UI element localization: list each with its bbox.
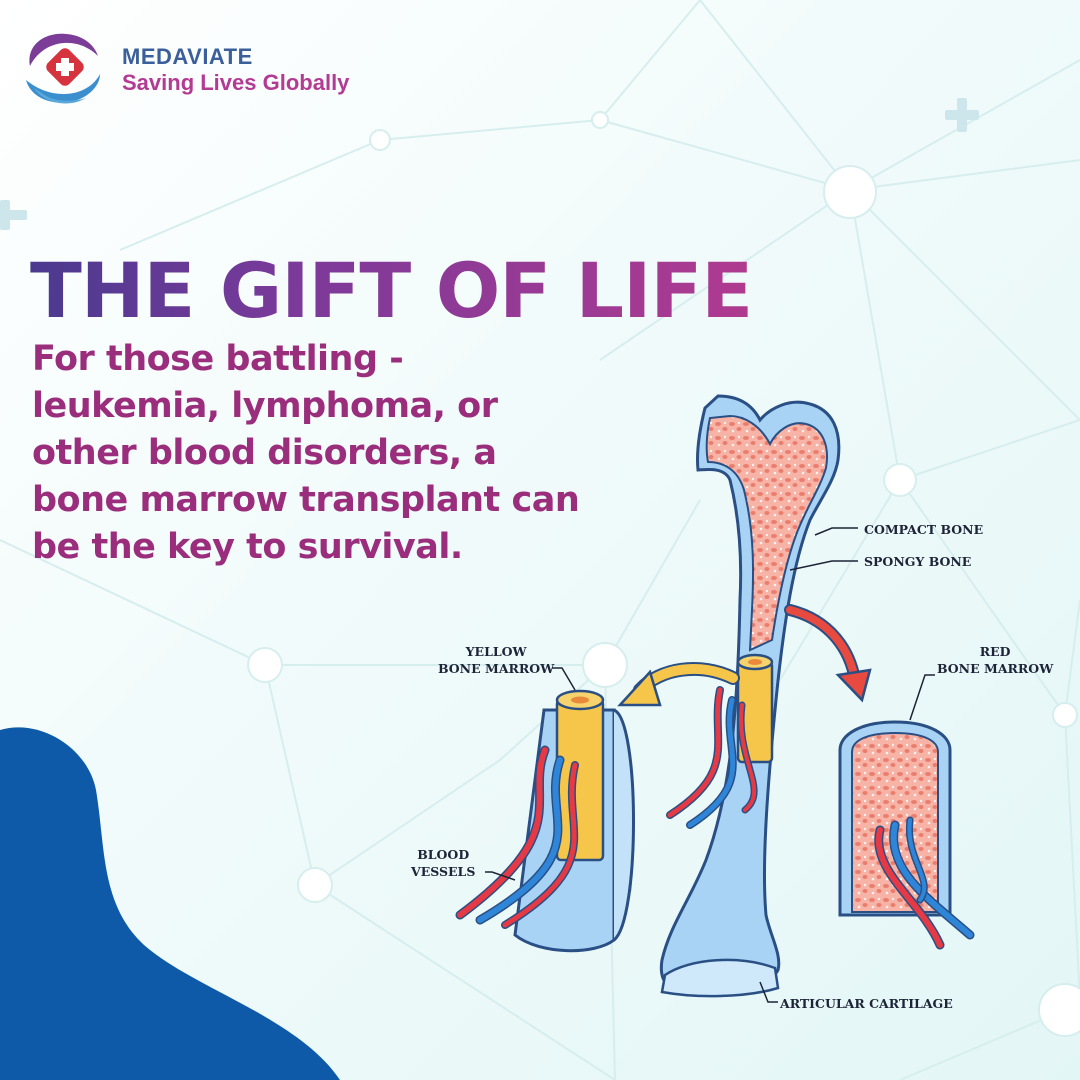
label-yellow-bone-marrow: YELLOW BONE MARROW [438, 644, 555, 676]
label-red-bone-marrow: RED BONE MARROW [937, 644, 1054, 676]
body-text: For those battling - leukemia, lymphoma,… [32, 339, 580, 567]
label-spongy-bone: SPONGY BONE [864, 554, 972, 569]
decorative-blob [0, 727, 340, 1080]
yellow-marrow-section [455, 689, 635, 953]
medaviate-logo [26, 33, 100, 104]
brand-tagline: Saving Lives Globally [122, 70, 350, 95]
headline: THE GIFT OF LIFE [30, 246, 753, 335]
long-bone [659, 394, 841, 998]
label-articular-cartilage: ARTICULAR CARTILAGE [780, 996, 953, 1011]
label-blood-vessels: BLOOD VESSELS [411, 847, 476, 879]
label-compact-bone: COMPACT BONE [864, 522, 984, 537]
red-marrow-section [838, 720, 975, 950]
brand-name: MEDAVIATE [122, 44, 253, 69]
